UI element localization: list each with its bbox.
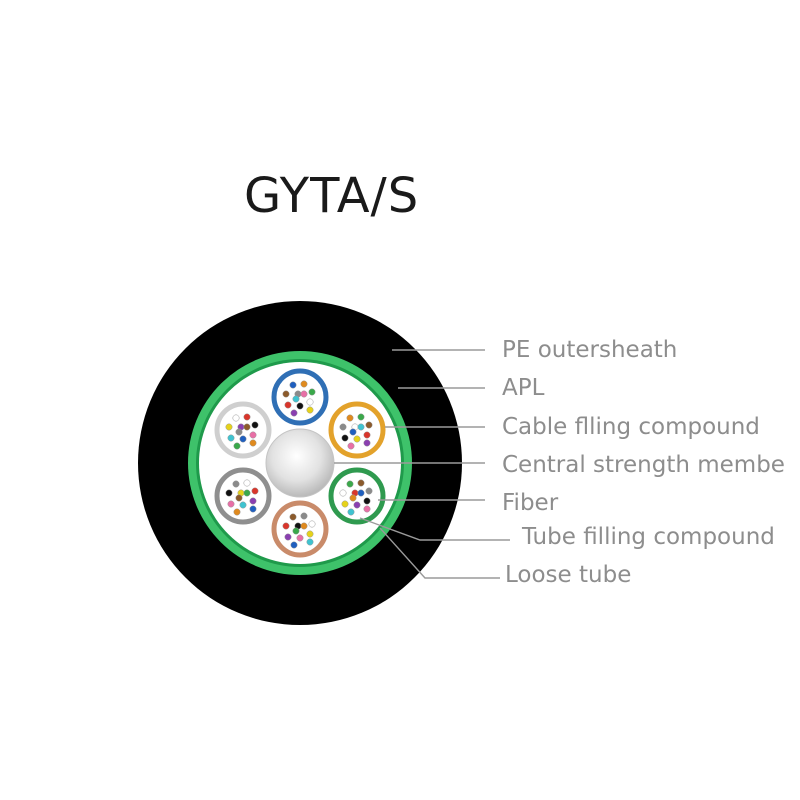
fiber — [243, 413, 251, 421]
fiber — [249, 439, 257, 447]
fiber — [306, 398, 314, 406]
fiber — [239, 501, 247, 509]
fiber — [249, 505, 257, 513]
fiber — [225, 489, 233, 497]
fiber — [292, 527, 300, 535]
fiber — [284, 533, 292, 541]
loose-tube-lower-left — [214, 467, 272, 525]
loose-tube-lower-right — [328, 467, 386, 525]
label-tube-filling-compound: Tube filling compound — [522, 524, 775, 550]
fiber — [249, 431, 257, 439]
fiber — [306, 406, 314, 414]
fiber — [251, 487, 259, 495]
fiber — [300, 512, 308, 520]
fiber — [243, 479, 251, 487]
label-apl: APL — [502, 375, 545, 401]
fiber — [233, 508, 241, 516]
fiber — [349, 494, 357, 502]
fiber — [296, 534, 304, 542]
fiber — [353, 501, 361, 509]
fiber — [282, 390, 290, 398]
fiber — [243, 489, 251, 497]
fiber — [363, 497, 371, 505]
fiber — [346, 480, 354, 488]
fiber — [357, 423, 365, 431]
central-strength-member — [265, 428, 335, 498]
fiber — [290, 409, 298, 417]
loose-tube-upper-right — [328, 401, 386, 459]
leader-line-loose-tube — [379, 527, 500, 579]
cable-title: GYTA/S — [244, 168, 420, 224]
fiber — [308, 388, 316, 396]
fiber — [363, 439, 371, 447]
fiber — [357, 489, 365, 497]
fiber — [341, 434, 349, 442]
fiber — [239, 435, 247, 443]
fiber — [357, 413, 365, 421]
leader-lines — [334, 349, 510, 579]
fiber — [363, 505, 371, 513]
leader-line-tube-filling-compound — [359, 517, 510, 541]
label-central-strength-member: Central strength membe — [502, 452, 785, 478]
label-pe-outersheath: PE outersheath — [502, 337, 678, 363]
loose-tube-upper-left — [214, 401, 272, 459]
fiber — [296, 402, 304, 410]
fiber — [249, 497, 257, 505]
loose-tube-top — [271, 368, 329, 426]
fiber — [290, 541, 298, 549]
fiber — [357, 479, 365, 487]
label-fiber: Fiber — [502, 490, 559, 516]
fiber — [347, 508, 355, 516]
fiber — [365, 487, 373, 495]
fiber — [233, 442, 241, 450]
fiber — [341, 500, 349, 508]
fiber — [346, 414, 354, 422]
fiber — [349, 428, 357, 436]
fiber — [300, 390, 308, 398]
fiber — [347, 442, 355, 450]
fiber — [339, 489, 347, 497]
fiber — [243, 423, 251, 431]
fiber — [306, 530, 314, 538]
fiber — [227, 434, 235, 442]
fiber — [306, 538, 314, 546]
fiber — [232, 414, 240, 422]
fiber — [289, 381, 297, 389]
fiber — [227, 500, 235, 508]
fiber — [282, 522, 290, 530]
fiber — [308, 520, 316, 528]
fiber — [235, 494, 243, 502]
fiber — [251, 421, 259, 429]
label-loose-tube: Loose tube — [505, 562, 632, 588]
fiber — [292, 395, 300, 403]
fiber — [300, 380, 308, 388]
loose-tube-bottom — [271, 500, 329, 558]
fiber — [289, 513, 297, 521]
fiber — [232, 480, 240, 488]
label-cable-filling-compound: Cable flling compound — [502, 414, 760, 440]
fiber — [284, 401, 292, 409]
fiber — [235, 428, 243, 436]
fiber — [225, 423, 233, 431]
fiber — [353, 435, 361, 443]
fiber — [339, 423, 347, 431]
fiber — [300, 522, 308, 530]
fiber — [365, 421, 373, 429]
fiber — [363, 431, 371, 439]
